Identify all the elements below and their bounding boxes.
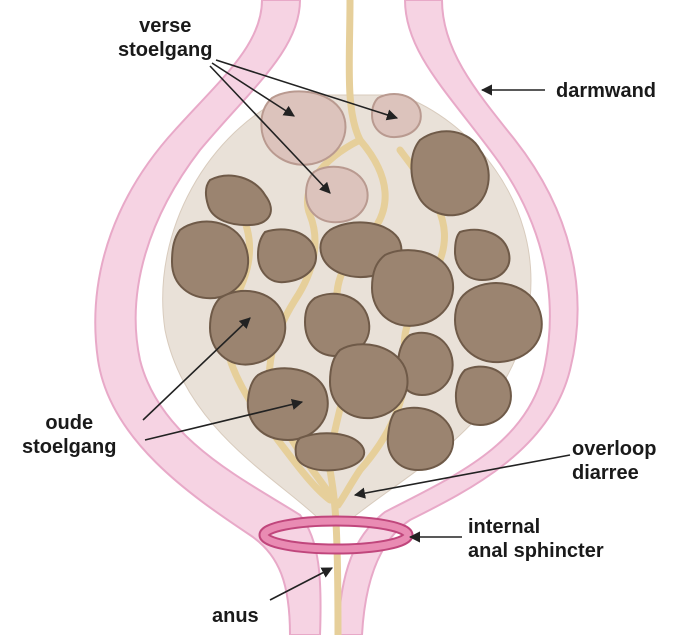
old-stool-lump: [330, 344, 408, 418]
label-anus: anus: [212, 604, 259, 628]
label-verse-stoelgang: verse stoelgang: [118, 14, 212, 62]
label-internal-anal-sphincter: internal anal sphincter: [468, 515, 604, 563]
old-stool-lump: [455, 283, 542, 362]
old-stool-lump: [172, 222, 248, 299]
old-stool-lump: [372, 250, 453, 326]
old-stool-lump: [296, 433, 365, 470]
old-stool-lump: [210, 291, 285, 365]
fresh-stool-lump: [372, 94, 421, 137]
old-stool-lump: [248, 368, 328, 440]
old-stool-lump: [258, 229, 316, 282]
label-overloop-diarree: overloop diarree: [572, 437, 656, 485]
old-stool-lump: [411, 131, 488, 215]
old-stool-lump: [388, 408, 453, 470]
label-oude-stoelgang: oude stoelgang: [22, 411, 116, 459]
fresh-stool-lump: [306, 167, 368, 222]
old-stool-lump: [456, 367, 511, 425]
label-darmwand: darmwand: [556, 79, 656, 103]
